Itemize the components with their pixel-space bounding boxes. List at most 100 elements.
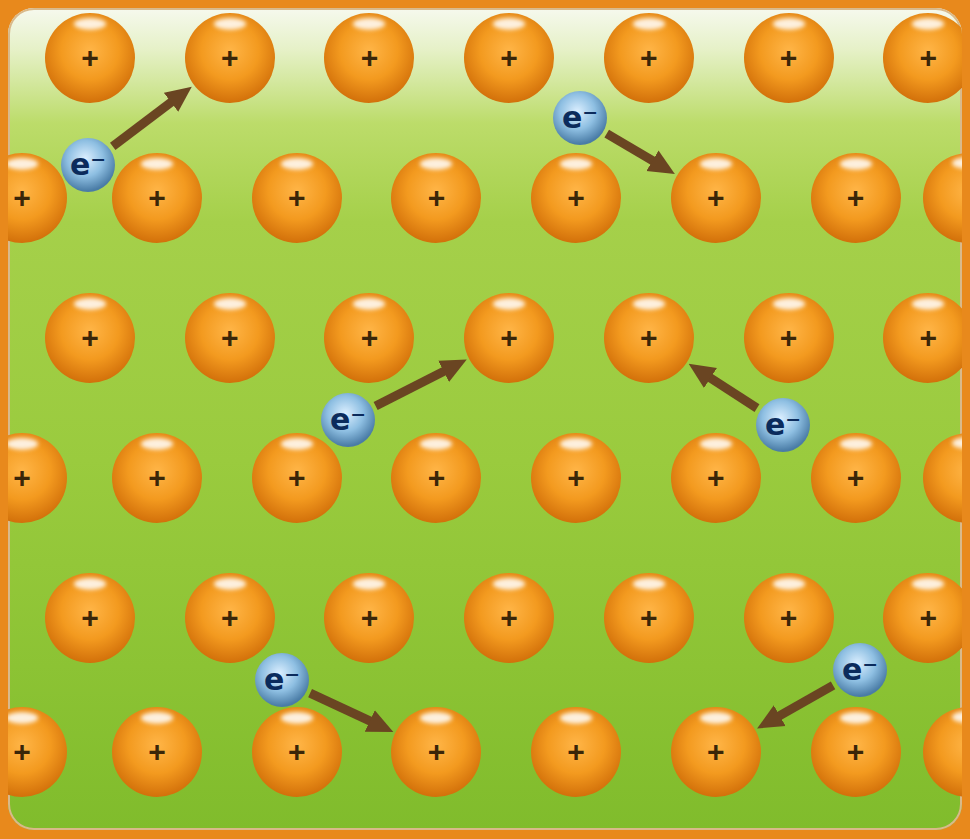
charge-sign: + (13, 183, 31, 213)
ion-body (252, 707, 342, 797)
charge-sign: + (919, 323, 937, 353)
partial-ion (923, 153, 962, 243)
ion-highlight (912, 298, 944, 310)
edge-ions (8, 8, 962, 830)
charge-sign: + (148, 737, 166, 767)
ion-highlight (213, 18, 245, 30)
positive-ion: + (883, 573, 962, 663)
charge-sign: + (567, 463, 585, 493)
electron-body (833, 643, 887, 697)
positive-ion: + (252, 153, 342, 243)
ion-highlight (8, 712, 38, 724)
charge-sign: + (500, 603, 518, 633)
ion-body (8, 707, 67, 797)
positive-ion: + (531, 707, 621, 797)
charge-sign: + (148, 183, 166, 213)
positive-ion: + (811, 153, 901, 243)
partial-ion (923, 433, 962, 523)
ion-highlight (560, 712, 592, 724)
ion-body (811, 153, 901, 243)
positive-ion: + (324, 573, 414, 663)
ion-body (45, 293, 135, 383)
ion-body (744, 293, 834, 383)
ion-body (464, 13, 554, 103)
positive-ion: + (45, 13, 135, 103)
electron: e⁻ (833, 643, 887, 697)
charge-sign: + (428, 737, 446, 767)
electron-symbol: e⁻ (330, 405, 366, 435)
ion-body (531, 433, 621, 523)
positive-ion: + (391, 707, 481, 797)
ion-highlight (74, 298, 106, 310)
ion-body (464, 573, 554, 663)
ion-body (8, 153, 67, 243)
ion-body (531, 153, 621, 243)
ion-body (883, 13, 962, 103)
ion-highlight (213, 298, 245, 310)
connector-layer (8, 8, 962, 830)
charge-sign: + (919, 43, 937, 73)
charge-sign: + (780, 323, 798, 353)
positive-ion: + (464, 293, 554, 383)
positive-ion: + (744, 13, 834, 103)
ion-body (45, 573, 135, 663)
electron-body (61, 138, 115, 192)
charge-sign: + (707, 463, 725, 493)
charge-sign: + (707, 183, 725, 213)
ion-highlight (772, 298, 804, 310)
charge-sign: + (288, 183, 306, 213)
positive-ion: + (464, 13, 554, 103)
ion-highlight (700, 438, 732, 450)
ion-body (112, 433, 202, 523)
charge-sign: + (81, 43, 99, 73)
ion-body (391, 433, 481, 523)
electron: e⁻ (255, 653, 309, 707)
positive-ion: + (45, 573, 135, 663)
ion-body (324, 293, 414, 383)
ion-highlight (493, 578, 525, 590)
ion-body (744, 573, 834, 663)
positive-ion: + (811, 707, 901, 797)
charge-sign: + (567, 183, 585, 213)
charge-sign: + (288, 737, 306, 767)
node-layer: ++++++++++++++++++++++++++++++++++++++++… (8, 8, 962, 830)
positive-ion: + (8, 153, 67, 243)
charge-sign: + (847, 183, 865, 213)
ion-highlight (912, 18, 944, 30)
electron-symbol: e⁻ (842, 655, 878, 685)
ion-highlight (839, 158, 871, 170)
positive-ion: + (252, 433, 342, 523)
electron: e⁻ (553, 91, 607, 145)
ion-body (185, 573, 275, 663)
positive-ion: + (531, 433, 621, 523)
electron-symbol: e⁻ (264, 665, 300, 695)
ion-body (671, 433, 761, 523)
ion-highlight (493, 18, 525, 30)
charge-sign: + (428, 183, 446, 213)
positive-ion: + (391, 433, 481, 523)
motion-arrow (705, 374, 757, 408)
ion-body (671, 707, 761, 797)
motion-arrow (774, 685, 833, 719)
electron: e⁻ (321, 393, 375, 447)
ion-highlight (839, 438, 871, 450)
ion-body (883, 573, 962, 663)
partial-ion (923, 707, 962, 797)
positive-ion: + (811, 433, 901, 523)
ion-highlight (560, 158, 592, 170)
charge-sign: + (13, 463, 31, 493)
ion-highlight (772, 18, 804, 30)
ion-body (252, 433, 342, 523)
charge-sign: + (640, 43, 658, 73)
motion-arrow (113, 98, 176, 146)
positive-ion: + (8, 707, 67, 797)
positive-ion: + (744, 293, 834, 383)
ion-body (604, 573, 694, 663)
ion-highlight (633, 18, 665, 30)
charge-sign: + (640, 323, 658, 353)
ion-body (185, 293, 275, 383)
charge-sign: + (221, 603, 239, 633)
ion-highlight (280, 438, 312, 450)
ion-body (811, 433, 901, 523)
ion-highlight (353, 298, 385, 310)
